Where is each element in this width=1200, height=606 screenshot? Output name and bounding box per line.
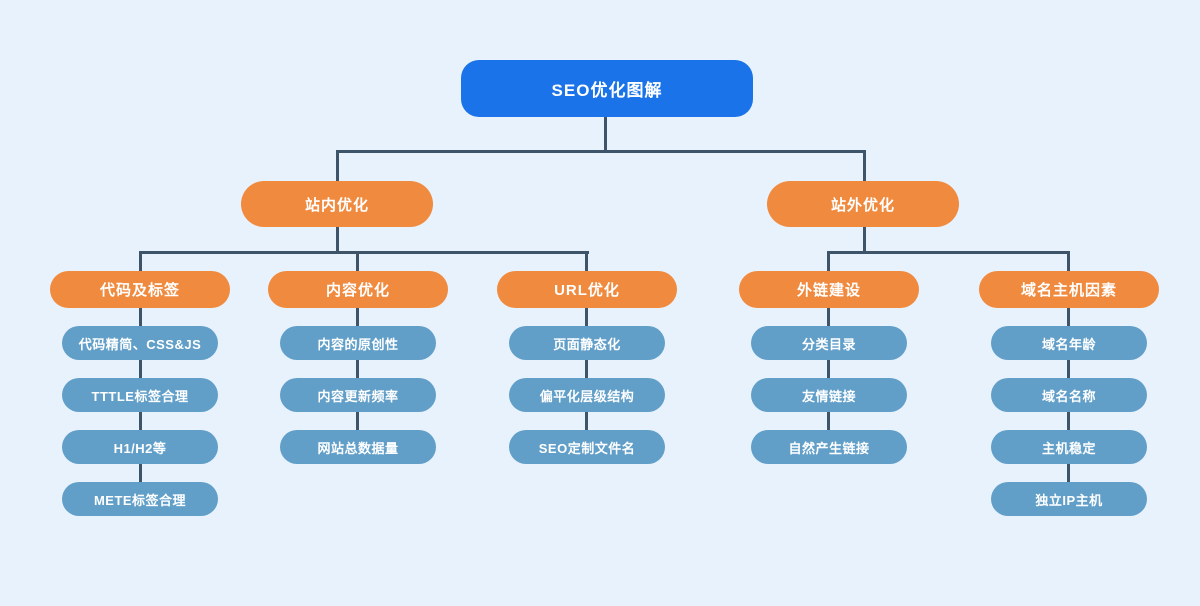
group-node-domain-host: 域名主机因素 <box>979 271 1159 308</box>
leaf-pill: 分类目录 <box>751 326 907 360</box>
group-node-code-tags: 代码及标签 <box>50 271 230 308</box>
leaf-pill: 独立IP主机 <box>991 482 1147 516</box>
branch-node-offsite: 站外优化 <box>767 181 959 227</box>
leaf-pill: 网站总数据量 <box>280 430 436 464</box>
connector-line <box>139 251 589 254</box>
leaf-pill: 自然产生链接 <box>751 430 907 464</box>
leaf-pill: SEO定制文件名 <box>509 430 665 464</box>
leaf-pill: 域名名称 <box>991 378 1147 412</box>
root-node-seo: SEO优化图解 <box>461 60 753 117</box>
connector-line <box>336 150 339 183</box>
connector-line <box>336 150 866 153</box>
leaf-pill: 偏平化层级结构 <box>509 378 665 412</box>
connector-line <box>604 117 607 153</box>
leaf-pill: H1/H2等 <box>62 430 218 464</box>
leaf-pill: 页面静态化 <box>509 326 665 360</box>
leaf-pill: 主机稳定 <box>991 430 1147 464</box>
branch-node-onsite: 站内优化 <box>241 181 433 227</box>
leaf-pill: 内容的原创性 <box>280 326 436 360</box>
connector-line <box>1067 251 1070 499</box>
group-node-backlinks: 外链建设 <box>739 271 919 308</box>
connector-line <box>827 251 1070 254</box>
leaf-pill: METE标签合理 <box>62 482 218 516</box>
connector-line <box>139 251 142 499</box>
leaf-pill: 域名年龄 <box>991 326 1147 360</box>
connector-line <box>336 227 339 254</box>
leaf-pill: TTTLE标签合理 <box>62 378 218 412</box>
connector-line <box>863 227 866 254</box>
group-node-url: URL优化 <box>497 271 677 308</box>
group-node-content: 内容优化 <box>268 271 448 308</box>
connector-line <box>863 150 866 183</box>
leaf-pill: 代码精简、CSS&JS <box>62 326 218 360</box>
leaf-pill: 内容更新频率 <box>280 378 436 412</box>
leaf-pill: 友情链接 <box>751 378 907 412</box>
